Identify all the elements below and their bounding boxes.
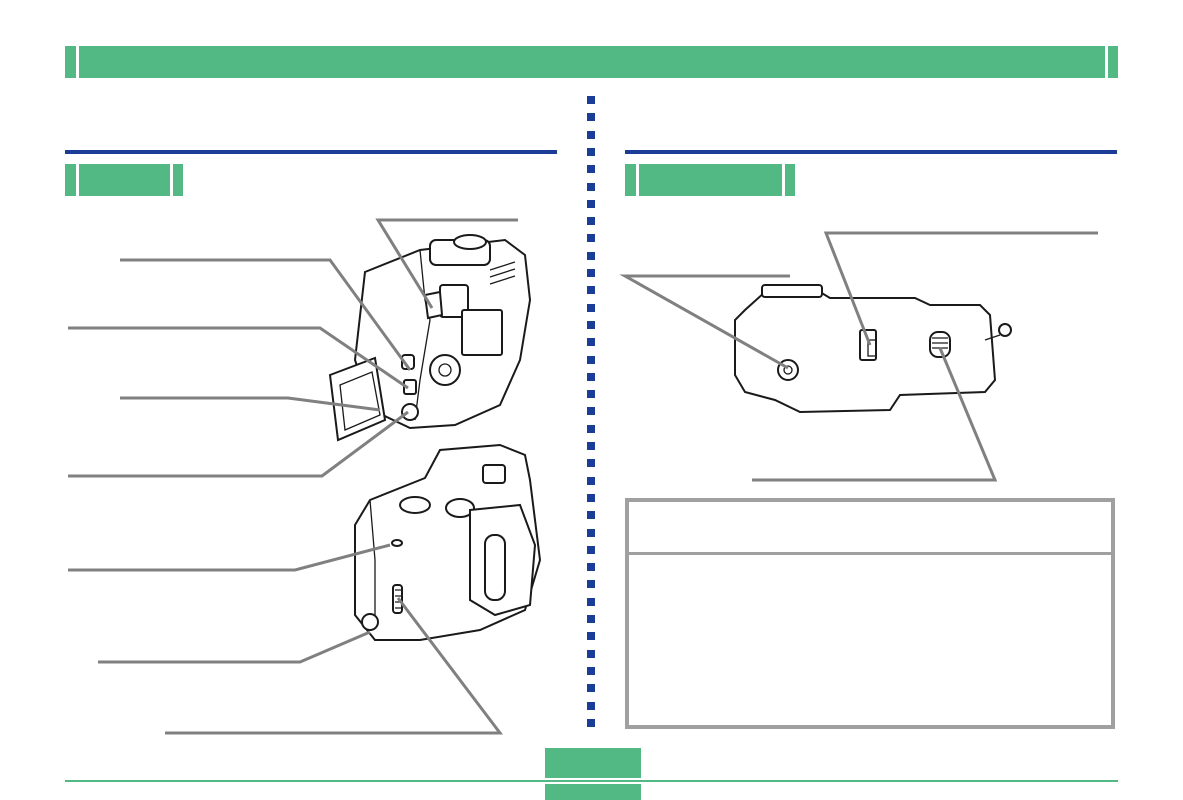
divider-dot: [587, 666, 595, 675]
right-section-rule: [625, 150, 1117, 154]
page-tab-lower: [545, 784, 641, 800]
header-bar: [65, 46, 1118, 78]
divider-dot: [587, 476, 595, 485]
divider-dot: [587, 113, 595, 122]
inset-divider: [629, 552, 1111, 555]
camera-side-illustration: [354, 443, 542, 641]
divider-dot: [587, 303, 595, 312]
divider-dot: [587, 615, 595, 623]
divider-dot: [587, 528, 595, 537]
divider-dot: [587, 459, 595, 468]
divider-dot: [587, 269, 595, 277]
page-tab: [545, 748, 641, 778]
divider-dot: [587, 649, 595, 658]
camera-bottom-illustration: [734, 284, 1012, 414]
divider-dot: [587, 199, 595, 208]
divider-dot: [587, 511, 595, 520]
divider-dot: [587, 286, 595, 295]
divider-dot: [587, 632, 595, 641]
divider-dot: [587, 701, 595, 710]
right-leader-lines: [619, 231, 1098, 482]
divider-dot: [587, 580, 595, 589]
divider-dot: [587, 597, 595, 606]
divider-dot: [587, 407, 595, 416]
divider-dot: [587, 372, 595, 381]
camera-rear-illustration: [328, 234, 532, 442]
divider-dot: [587, 234, 595, 243]
divider-dot: [587, 165, 595, 174]
footer-line: [65, 780, 1118, 782]
divider-dot: [587, 493, 595, 502]
divider-dot: [587, 96, 595, 104]
right-section-tab: [625, 164, 795, 196]
left-section-rule: [65, 150, 557, 154]
inset-box: [625, 498, 1115, 729]
divider-dot: [587, 684, 595, 693]
divider-dot: [587, 217, 595, 226]
divider-dot: [587, 355, 595, 364]
divider-dot: [587, 718, 595, 727]
divider-dot: [587, 338, 595, 347]
divider-dot: [587, 251, 595, 260]
divider-dot: [587, 182, 595, 191]
divider-dot: [587, 130, 595, 139]
divider-dot: [587, 442, 595, 450]
divider-dot: [587, 545, 595, 554]
left-section-tab: [65, 164, 183, 196]
divider-dot: [587, 563, 595, 572]
divider-dot: [587, 424, 595, 433]
column-divider: [587, 96, 597, 727]
divider-dot: [587, 390, 595, 399]
divider-dot: [587, 147, 595, 156]
left-leader-lines: [68, 218, 518, 735]
divider-dot: [587, 320, 595, 329]
